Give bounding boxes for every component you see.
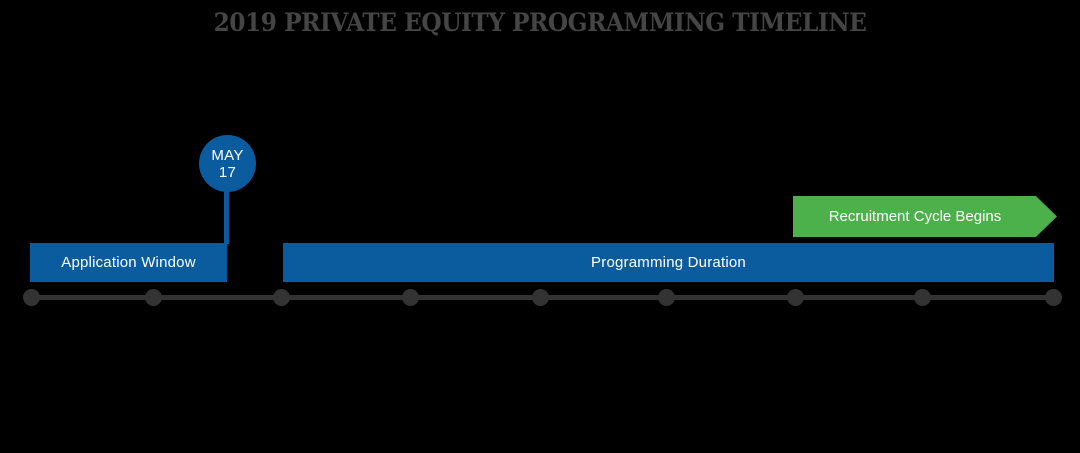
timeline-axis-dot	[658, 289, 675, 306]
timeline-axis-dot	[273, 289, 290, 306]
milestone-month-label: MAY	[211, 146, 244, 164]
timeline-axis-dot	[914, 289, 931, 306]
milestone-stem	[224, 186, 229, 244]
timeline-axis-dot	[1045, 289, 1062, 306]
recruitment-cycle-callout[interactable]: Recruitment Cycle Begins	[793, 196, 1057, 237]
milestone-marker-may-17[interactable]: MAY 17	[199, 135, 256, 192]
timeline-axis-dot	[787, 289, 804, 306]
page-title: 2019 PRIVATE EQUITY PROGRAMMING TIMELINE	[213, 8, 867, 37]
phase-bar-programming-duration-label: Programming Duration	[591, 254, 746, 271]
milestone-day-label: 17	[218, 163, 237, 181]
phase-bar-application-window[interactable]: Application Window	[30, 243, 227, 282]
recruitment-cycle-callout-label: Recruitment Cycle Begins	[828, 208, 1002, 225]
timeline-axis-dot	[23, 289, 40, 306]
timeline-axis-dot	[532, 289, 549, 306]
phase-bar-application-window-label: Application Window	[61, 254, 196, 271]
timeline-axis-dot	[402, 289, 419, 306]
phase-bar-programming-duration[interactable]: Programming Duration	[283, 243, 1054, 282]
timeline-axis-dot	[145, 289, 162, 306]
